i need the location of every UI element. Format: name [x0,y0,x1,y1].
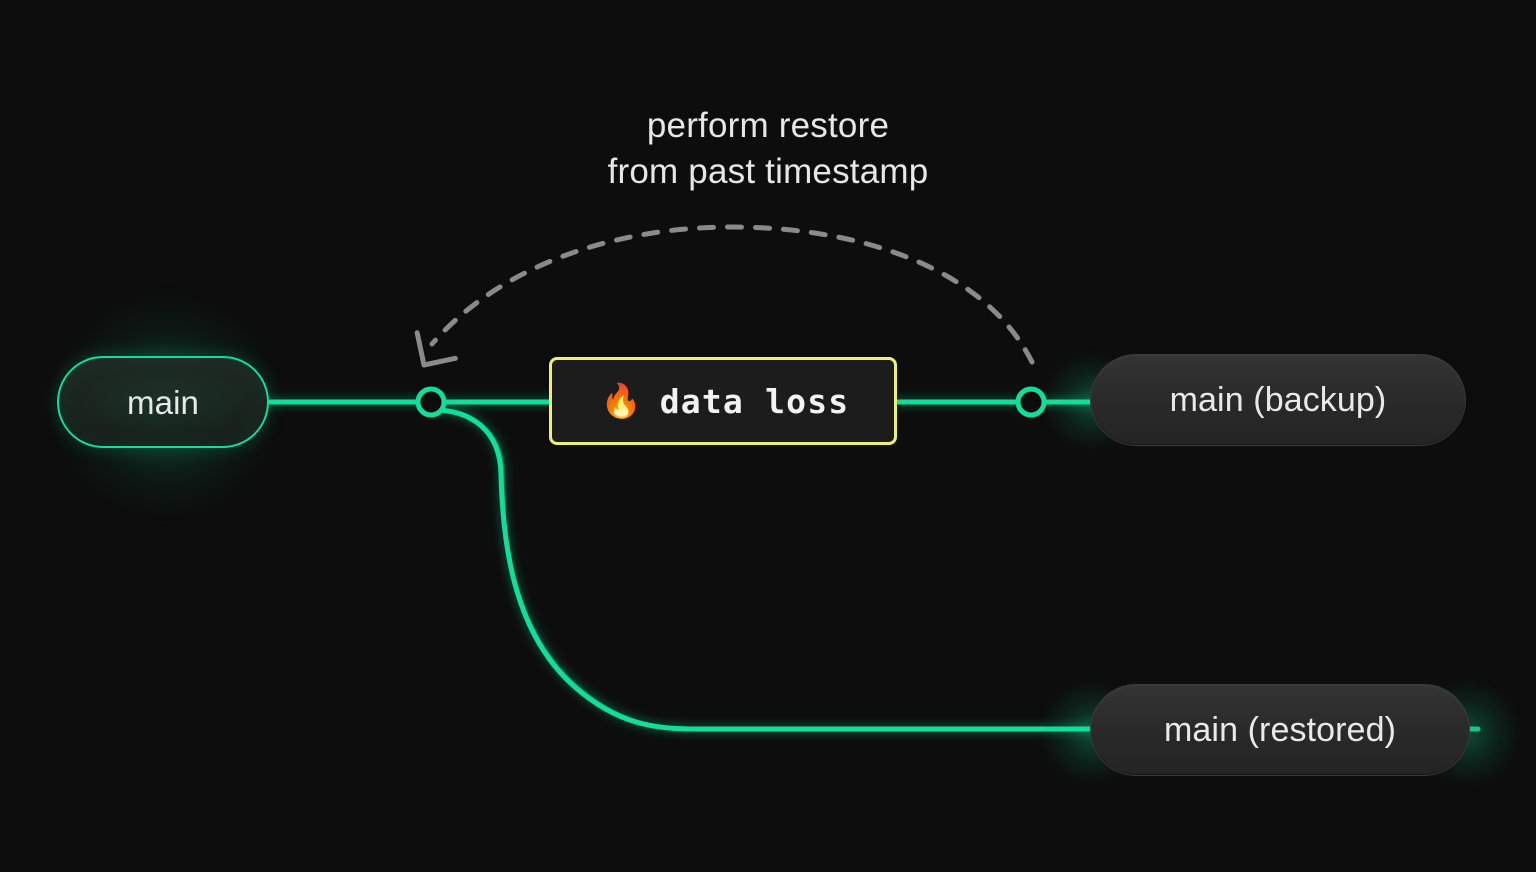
edge-branch-to-restored [431,407,1121,732]
caption-line-1: perform restore [646,106,890,145]
restore-caption: perform restore from past timestamp [0,103,1536,195]
node-main-backup[interactable]: main (backup) [1090,354,1466,446]
caption-line-2: from past timestamp [607,152,929,191]
node-data-loss[interactable]: 🔥 data loss [549,357,897,445]
fire-icon: 🔥 [600,381,642,419]
node-main-restored[interactable]: main (restored) [1090,684,1470,776]
node-main-restored-label: main (restored) [1163,711,1396,749]
restore-arrowhead-icon [414,330,458,368]
branch-point-marker [415,386,447,418]
node-main-label: main [127,383,199,421]
node-main-backup-label: main (backup) [1169,381,1387,419]
backup-commit-marker [1015,386,1047,418]
edge-restore-dashed-arc [429,224,1035,365]
node-main[interactable]: main [57,356,269,448]
node-data-loss-label: data loss [659,381,850,421]
